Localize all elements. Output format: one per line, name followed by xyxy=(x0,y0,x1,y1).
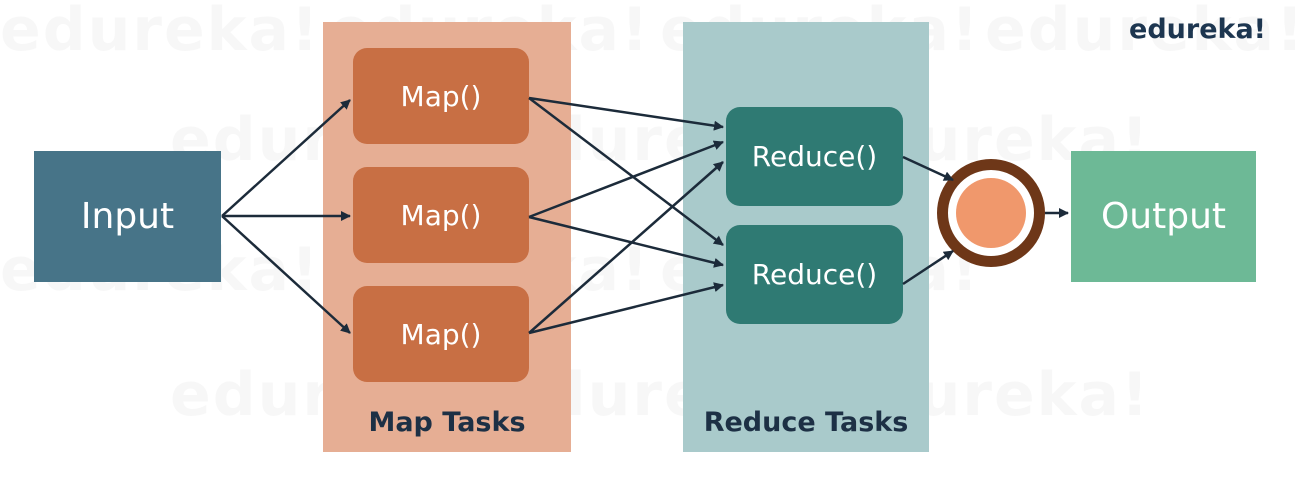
arrow-input-map1 xyxy=(221,99,351,217)
arrow-map1-reduce1 xyxy=(528,96,724,131)
map-node-2: Map() xyxy=(353,167,529,263)
map-node-1: Map() xyxy=(353,48,529,144)
input-node: Input xyxy=(34,151,221,282)
output-node: Output xyxy=(1071,151,1256,282)
combiner-node xyxy=(937,159,1045,267)
arrow-map2-reduce2 xyxy=(528,215,724,268)
arrow-reduce1-combiner xyxy=(902,155,954,182)
arrow-map1-reduce2 xyxy=(528,97,724,246)
arrow-map3-reduce2 xyxy=(528,282,724,335)
combiner-core xyxy=(956,178,1026,248)
arrow-input-map3 xyxy=(221,215,351,334)
arrow-reduce2-combiner xyxy=(902,249,954,286)
arrow-map2-reduce1 xyxy=(528,140,724,219)
map-node-3: Map() xyxy=(353,286,529,382)
reduce-node-2: Reduce() xyxy=(726,225,903,324)
reduce-tasks-label: Reduce Tasks xyxy=(703,407,909,438)
brand-logo: edureka! xyxy=(1129,14,1266,45)
arrow-map3-reduce1 xyxy=(528,161,724,334)
reduce-node-1: Reduce() xyxy=(726,107,903,206)
map-tasks-label: Map Tasks xyxy=(368,407,526,438)
